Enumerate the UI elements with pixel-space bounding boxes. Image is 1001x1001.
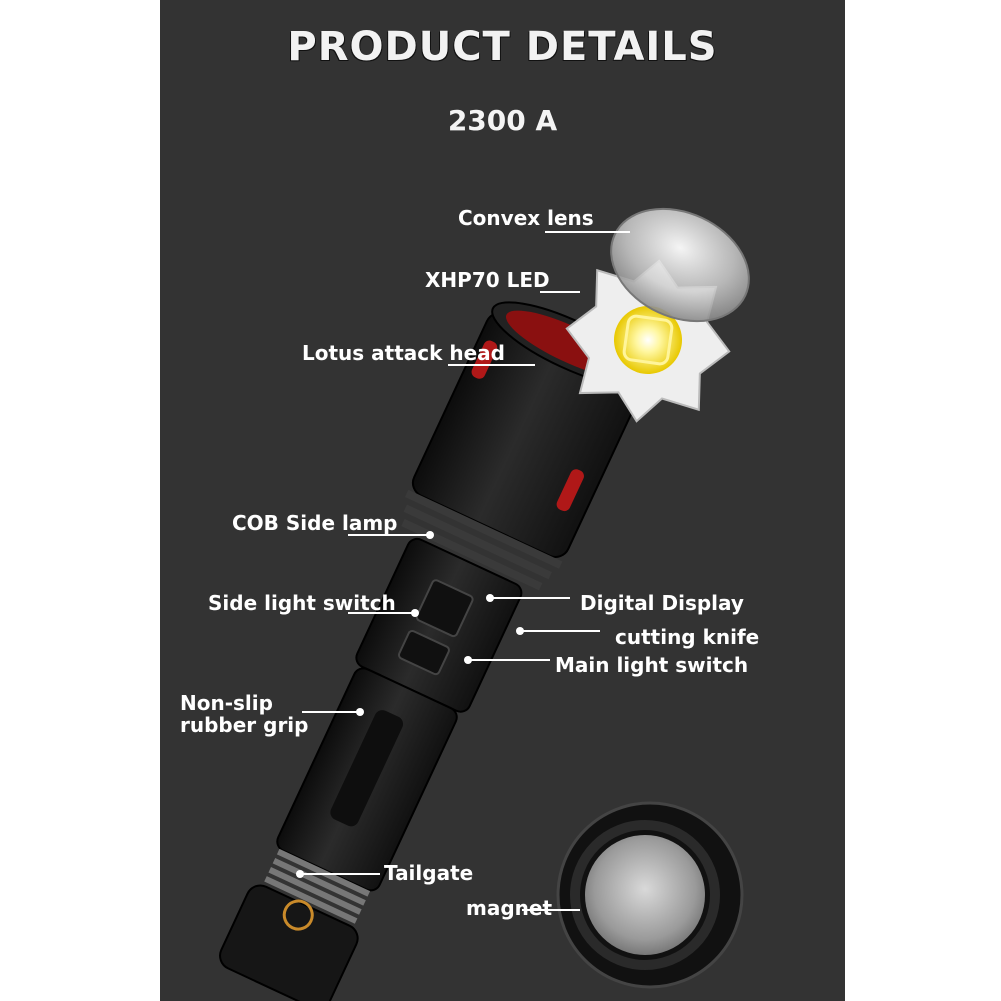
label-cutting-knife: cutting knife — [615, 625, 760, 649]
magnet-inset — [556, 801, 744, 989]
label-xhp70-led: XHP70 LED — [425, 268, 550, 292]
label-digital-display: Digital Display — [580, 591, 744, 615]
label-magnet: magnet — [466, 896, 553, 920]
label-tailgate: Tailgate — [384, 861, 474, 885]
model-number: 2300 A — [447, 104, 558, 137]
label-convex-lens: Convex lens — [458, 206, 594, 230]
label-non-slip-line1: Non-slip — [180, 691, 273, 715]
flashlight-illustration — [219, 207, 750, 1001]
label-non-slip-line2: rubber grip — [180, 713, 309, 737]
leader-lines — [300, 231, 630, 911]
product-panel: PRODUCT DETAILS 2300 A Convex lens XHP70… — [160, 0, 845, 1001]
leader-dots — [296, 531, 524, 878]
label-cob-side-lamp: COB Side lamp — [232, 511, 398, 535]
label-non-slip-grip: Non-slip rubber grip — [180, 692, 320, 736]
convex-lens — [610, 207, 750, 323]
label-side-light-switch: Side light switch — [208, 591, 396, 615]
label-main-light-switch: Main light switch — [555, 653, 749, 677]
page-title: PRODUCT DETAILS — [287, 24, 718, 70]
label-lotus-attack-head: Lotus attack head — [302, 341, 505, 365]
